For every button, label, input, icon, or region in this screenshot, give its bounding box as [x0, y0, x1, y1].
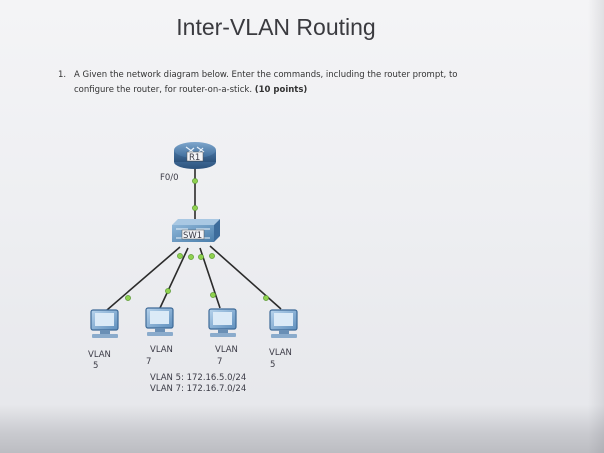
pc4-vlan-id: 5: [270, 360, 275, 370]
screen-edge: [588, 0, 604, 453]
subnet-vlan-7: VLAN 7: 172.16.7.0/24: [150, 384, 246, 394]
question-text-line-2-body: configure the router, for router-on-a-st…: [74, 85, 253, 95]
switch-label: SW1: [183, 231, 202, 241]
router-icon: [174, 142, 216, 169]
link-status-lights: [125, 178, 269, 301]
pc-icon-2: [145, 307, 174, 336]
pc3-vlan-label: VLAN: [215, 345, 238, 355]
pc-icon-1: [90, 309, 119, 338]
router-interface-label: F0/0: [160, 173, 179, 183]
question-text-line-2: configure the router, for router-on-a-st…: [74, 85, 307, 95]
router-label: R1: [189, 153, 200, 163]
photo-shadow: [0, 405, 604, 453]
page-title: Inter-VLAN Routing: [176, 14, 376, 40]
link-sw1-pc1: [106, 246, 181, 311]
question-number: 1.: [58, 70, 67, 80]
pc1-vlan-id: 5: [93, 361, 98, 371]
pc1-vlan-label: VLAN: [88, 350, 111, 360]
pc4-vlan-label: VLAN: [269, 348, 292, 358]
switch-icon: [172, 219, 220, 242]
question-text-line-1: A Given the network diagram below. Enter…: [74, 70, 458, 80]
pc2-vlan-label: VLAN: [150, 345, 173, 355]
pc-icon-4: [269, 309, 298, 338]
question-points: (10 points): [254, 85, 308, 95]
pc2-vlan-id: 7: [146, 357, 151, 367]
network-links: [106, 168, 282, 311]
link-sw1-pc2: [159, 247, 189, 309]
pc3-vlan-id: 7: [217, 357, 222, 367]
pc-icon-3: [208, 308, 237, 337]
link-sw1-pc4: [209, 245, 282, 310]
subnet-vlan-5: VLAN 5: 172.16.5.0/24: [150, 373, 246, 383]
